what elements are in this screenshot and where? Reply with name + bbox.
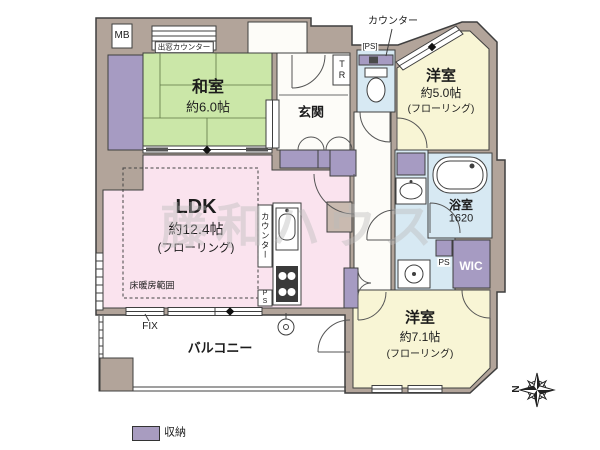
door-arcs <box>291 54 491 353</box>
western5-name: 洋室 <box>425 67 457 85</box>
western7-room <box>352 289 491 389</box>
western5-door <box>396 117 428 149</box>
toilet-fixtures <box>358 54 394 103</box>
toilet-counter-callout: カウンター <box>368 16 418 27</box>
bath-door <box>429 202 461 234</box>
ldk-side-window <box>95 252 104 311</box>
toilet-door <box>359 111 391 143</box>
kitchen-counter <box>257 204 273 268</box>
bathroom-name: 浴室 <box>448 198 474 212</box>
balcony-railing <box>98 313 346 392</box>
bay-window-counter-label: 出窓カウンター <box>154 41 214 53</box>
shoe-closet-bifold <box>297 136 353 151</box>
entrance-door <box>291 54 326 89</box>
windows <box>95 25 464 393</box>
ldk-name: LDK <box>175 196 217 218</box>
meter-box <box>111 23 133 49</box>
kitchen-sink-icon <box>275 207 299 251</box>
hall-closet <box>329 149 357 177</box>
bathtub-icon <box>432 156 488 194</box>
entrance-label: 玄関 <box>297 104 325 120</box>
washitsu-name: 和室 <box>191 79 225 96</box>
watermark: 藤和ハウス <box>159 201 441 254</box>
washroom-door <box>366 209 396 241</box>
washitsu-room <box>142 52 273 151</box>
trunk-room-box <box>332 54 351 86</box>
mb-label: MB <box>114 30 130 41</box>
compass-north-label: N <box>511 385 522 393</box>
floor-heating-label: 床暖房範囲 <box>129 280 175 291</box>
ps-box <box>435 239 453 257</box>
wash-ps-label: PS <box>437 256 451 267</box>
fix-label: FIX <box>142 321 158 332</box>
western7-closet <box>343 267 359 309</box>
ldk-size: 約12.4帖 <box>168 221 224 237</box>
counter-leader-line <box>385 28 393 57</box>
balcony-planter <box>99 357 134 392</box>
wic-closet <box>452 239 491 289</box>
stove-icon <box>276 266 298 302</box>
kitchen-ps-label: PS <box>261 290 269 306</box>
washroom-fixtures <box>395 152 431 289</box>
floor-heating-area <box>122 167 259 299</box>
western7-name: 洋室 <box>404 309 436 327</box>
fix-leader-line <box>144 313 150 322</box>
legend-storage-swatch <box>132 426 160 441</box>
trunk-room-label: TR <box>337 59 347 81</box>
western5-floor: (フローリング) <box>407 104 475 115</box>
ldk-floor: (フローリング) <box>157 242 235 255</box>
western7-floor: (フローリング) <box>386 349 454 360</box>
tatami-lines <box>143 53 272 150</box>
western7-size: 約7.1帖 <box>399 330 441 344</box>
washitsu-size: 約6.0帖 <box>185 99 231 115</box>
washitsu-closet <box>107 54 144 151</box>
bathroom-size: 1620 <box>448 212 474 225</box>
legend-storage-label: 収納 <box>164 426 186 439</box>
kitchen-counter-label: カウンター <box>260 212 271 260</box>
entry-porch <box>247 21 308 54</box>
wic-door <box>461 289 491 319</box>
balcony-faucet-icon <box>277 318 295 336</box>
western5-size: 約5.0帖 <box>420 86 462 100</box>
wic-label: WIC <box>459 259 483 273</box>
western7-door <box>357 291 387 321</box>
compass-icon <box>518 372 556 408</box>
toilet-ps-label: [PS] <box>361 42 379 51</box>
balcony-label: バルコニー <box>187 340 253 356</box>
western7-closet-bifold <box>357 269 372 297</box>
western7-balcony-door <box>317 319 351 353</box>
ldk-door <box>313 173 355 215</box>
